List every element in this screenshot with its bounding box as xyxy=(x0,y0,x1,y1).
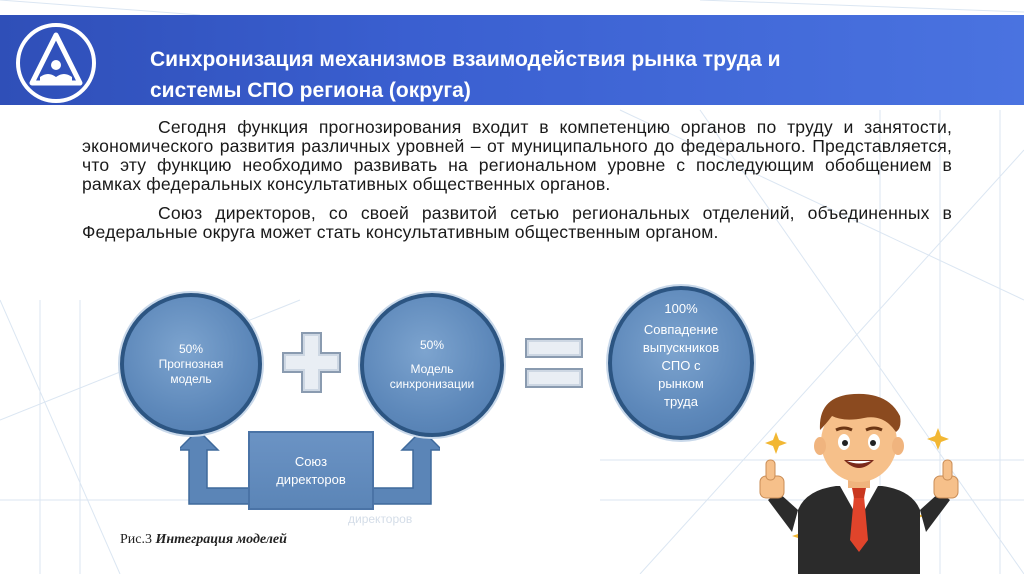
box-line2: директоров xyxy=(276,471,346,487)
page-title: Синхронизация механизмов взаимодействия … xyxy=(150,44,990,106)
caption-title: Интеграция моделей xyxy=(155,532,287,547)
circle-match-line4: рынком xyxy=(658,376,704,391)
circle-sync-line2: синхронизации xyxy=(389,377,475,391)
title-line-1: Синхронизация механизмов взаимодействия … xyxy=(150,48,781,71)
circle-sync-percent: 50% xyxy=(419,338,445,352)
equals-icon xyxy=(525,338,583,388)
ghost-label: директоров xyxy=(348,512,413,526)
circle-match-line5: труда xyxy=(664,394,698,409)
plus-icon xyxy=(282,332,341,393)
caption-prefix: Рис.3 xyxy=(120,532,156,547)
circle-sync-model: 50% Модель синхронизации xyxy=(360,293,504,437)
circle-graduates-match: 100% Совпадение выпускников СПО с рынком… xyxy=(608,286,754,440)
circle-match-percent: 100% xyxy=(664,301,698,316)
title-line-2: системы СПО региона (округа) xyxy=(150,79,471,102)
circle-forecast-line2: модель xyxy=(170,371,212,386)
circle-forecast-model: 50% Прогнозная модель xyxy=(120,293,262,435)
body-text: Сегодня функция прогнозирования входит в… xyxy=(82,118,952,252)
college-logo-icon xyxy=(16,23,96,103)
circle-match-line2: выпускников xyxy=(642,340,720,355)
circle-match-line3: СПО с xyxy=(661,358,701,373)
figure-caption: Рис.3 Интеграция моделей xyxy=(120,532,287,548)
paragraph-union: Союз директоров, со своей развитой сетью… xyxy=(82,203,952,242)
box-line1: Союз xyxy=(294,453,328,469)
paragraph-forecasting: Сегодня функция прогнозирования входит в… xyxy=(82,117,952,194)
title-banner: Синхронизация механизмов взаимодействия … xyxy=(0,15,1024,105)
circle-match-line1: Совпадение xyxy=(643,322,719,337)
businessman-illustration xyxy=(759,393,959,574)
circle-forecast-percent: 50% xyxy=(178,341,204,356)
circle-forecast-line1: Прогнозная xyxy=(158,356,224,371)
directors-union-box: Союз директоров xyxy=(248,431,374,510)
circle-sync-line1: Модель xyxy=(410,362,454,376)
